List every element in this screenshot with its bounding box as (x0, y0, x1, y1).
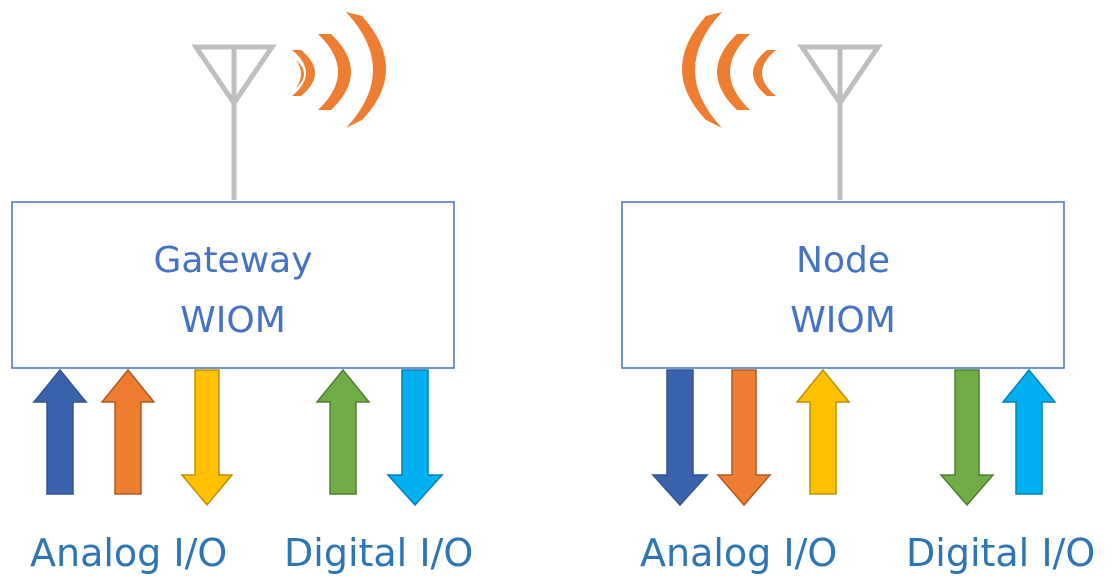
node-wiom-box (621, 201, 1065, 369)
node-arrow-dark-blue-down (651, 369, 709, 507)
gateway-arrow-orange-up (100, 368, 156, 495)
gateway-signal-waves-icon (292, 12, 386, 128)
node-analog-label: Analog I/O (640, 531, 837, 575)
gateway-antenna-icon (191, 44, 277, 200)
node-arrows (651, 368, 1057, 507)
node-arrow-yellow-up (795, 368, 851, 495)
node-antenna-icon (797, 44, 883, 200)
node-title-line1: Node (796, 240, 890, 281)
gateway-arrow-green-up (315, 368, 371, 495)
gateway-analog-label: Analog I/O (30, 531, 227, 575)
gateway-arrow-light-blue-down (386, 369, 444, 507)
gateway-wiom-box (11, 201, 455, 369)
gateway-digital-label: Digital I/O (284, 531, 473, 575)
node-title-line2: WIOM (790, 300, 896, 341)
gateway-title-line2: WIOM (180, 300, 286, 341)
gateway-arrows (32, 368, 444, 507)
gateway-arrow-dark-blue-up (32, 368, 88, 495)
node-arrow-orange-down (716, 369, 772, 507)
node-arrow-light-blue-up (1001, 368, 1057, 495)
node-arrow-green-down (939, 369, 995, 507)
gateway-title-line1: Gateway (153, 240, 312, 281)
gateway-group: Gateway WIOM Analog I/O Digital I/O (11, 12, 473, 575)
gateway-arrow-yellow-down (180, 369, 234, 507)
node-digital-label: Digital I/O (906, 531, 1095, 575)
node-signal-waves-icon (682, 12, 776, 128)
node-group: Node WIOM Analog I/O Digital I/O (621, 12, 1095, 575)
